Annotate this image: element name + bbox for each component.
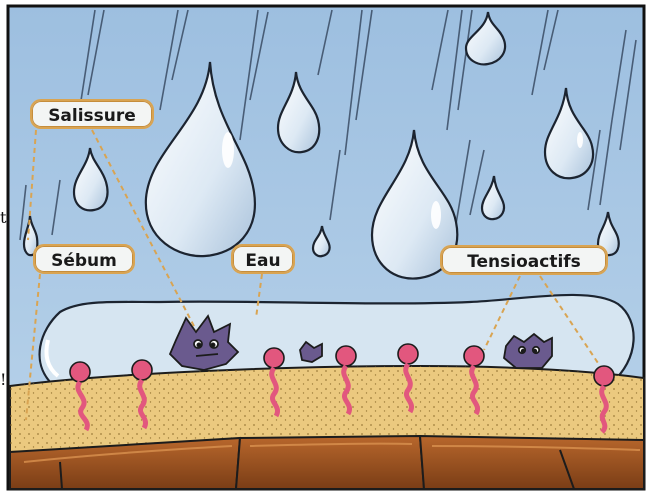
dirt-blob xyxy=(300,342,322,362)
label-tensioactifs: Tensioactifs xyxy=(440,245,608,275)
label-salissure: Salissure xyxy=(30,99,154,129)
edge-text-fragment: ! xyxy=(0,372,6,388)
label-eau: Eau xyxy=(231,244,295,274)
edge-text-fragment: t xyxy=(0,210,6,226)
label-sebum: Sébum xyxy=(33,244,135,274)
